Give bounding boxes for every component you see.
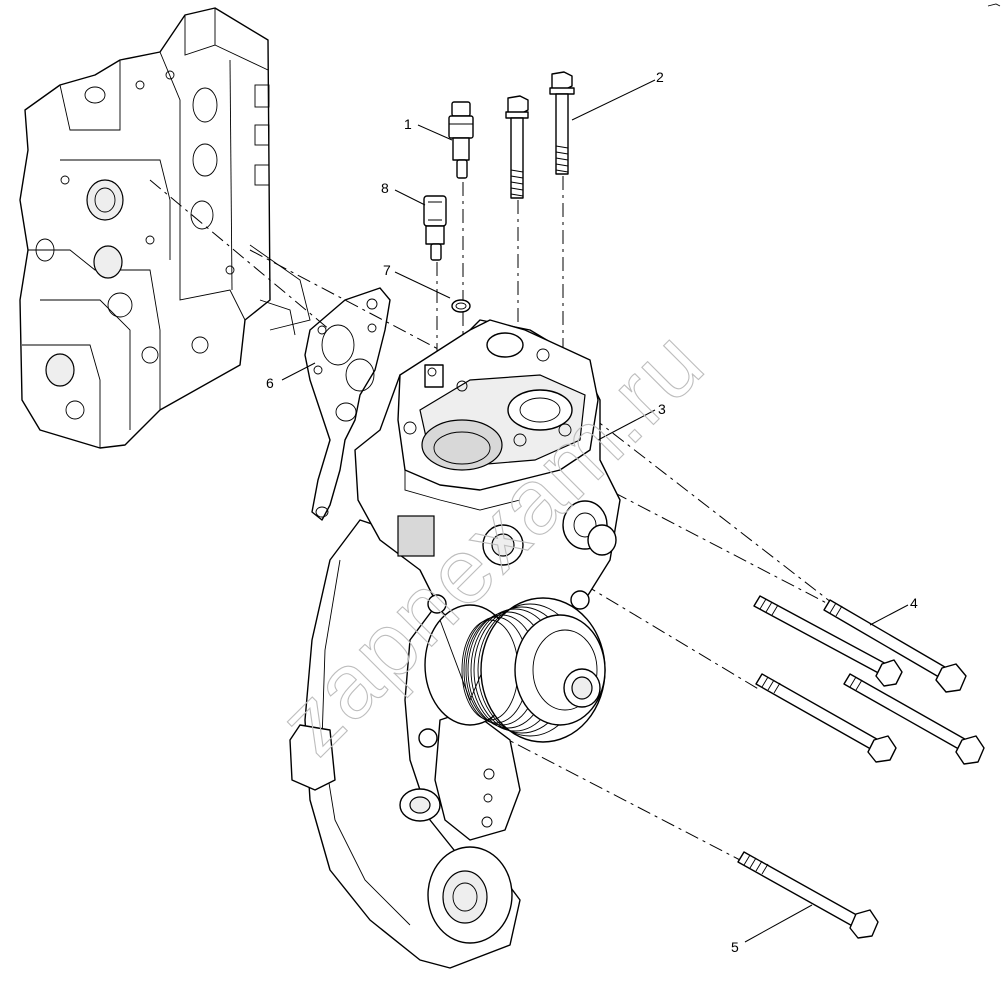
callout-7: 7 bbox=[383, 262, 391, 278]
bolt-icon bbox=[549, 71, 575, 175]
engine-block-icon bbox=[19, 7, 311, 449]
bolt-icon bbox=[737, 851, 879, 939]
temperature-sensor-icon bbox=[448, 101, 474, 179]
callout-6: 6 bbox=[266, 375, 274, 391]
temperature-sensor-icon bbox=[423, 195, 447, 261]
callout-3: 3 bbox=[658, 401, 666, 417]
callout-5: 5 bbox=[731, 939, 739, 955]
o-ring-icon bbox=[451, 299, 471, 313]
bolt-icon bbox=[755, 673, 897, 763]
callout-2: 2 bbox=[656, 69, 664, 85]
callout-1: 1 bbox=[404, 116, 412, 132]
bolt-icon bbox=[753, 595, 903, 687]
bolt-icon bbox=[823, 599, 967, 693]
gasket-icon bbox=[304, 287, 391, 521]
water-pump-housing-icon bbox=[289, 319, 621, 969]
leader-lines bbox=[281, 79, 909, 943]
bolt-icon bbox=[505, 95, 529, 199]
callout-4: 4 bbox=[910, 595, 918, 611]
bolt-icon bbox=[843, 673, 985, 765]
corner-mark-icon bbox=[987, 3, 1001, 7]
callout-8: 8 bbox=[381, 180, 389, 196]
